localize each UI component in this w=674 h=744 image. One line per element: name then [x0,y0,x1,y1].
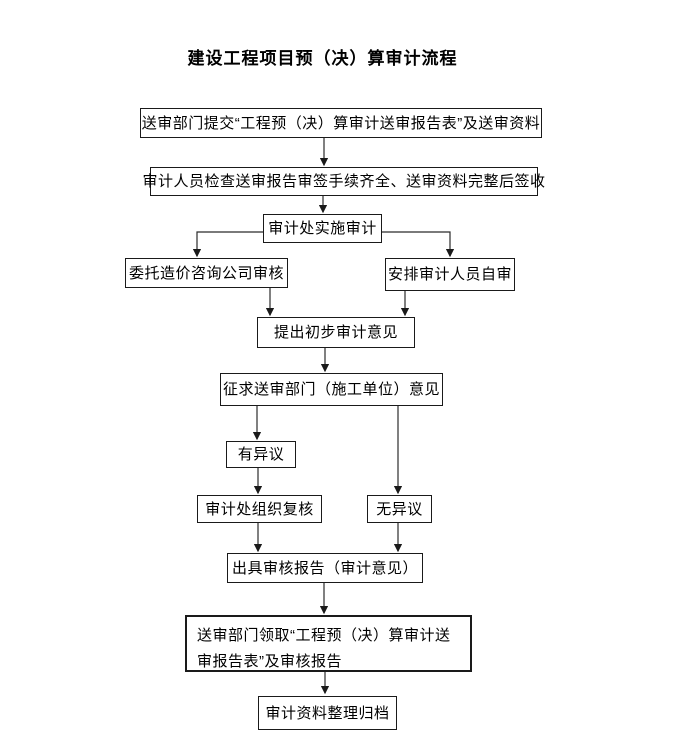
flow-node-submit-report: 送审部门提交“工程预（决）算审计送审报告表”及送审资料 [140,108,542,138]
flow-node-check-sign: 审计人员检查送审报告审签手续齐全、送审资料完整后签收 [143,167,545,196]
page-title: 建设工程项目预（决）算审计流程 [187,49,458,68]
flow-node-audit-office: 审计处实施审计 [263,214,382,243]
flow-node-archive: 审计资料整理归档 [258,696,397,730]
flow-node-has-objection: 有异议 [226,441,296,468]
flow-node-consulting-firm: 委托造价咨询公司审核 [125,258,288,288]
flow-node-self-audit: 安排审计人员自审 [385,258,515,291]
flow-node-no-objection: 无异议 [367,495,432,523]
flow-node-preliminary-opinion: 提出初步审计意见 [257,317,415,348]
flow-node-review: 审计处组织复核 [197,495,322,523]
flow-node-seek-opinion: 征求送审部门（施工单位）意见 [220,373,443,406]
connector-n3-n5 [382,231,455,258]
connector-n3-n4 [192,231,263,258]
flow-node-issue-report: 出具审核报告（审计意见） [227,553,423,583]
flow-node-collect-report: 送审部门领取“工程预（决）算审计送审报告表”及审核报告 [185,615,472,672]
